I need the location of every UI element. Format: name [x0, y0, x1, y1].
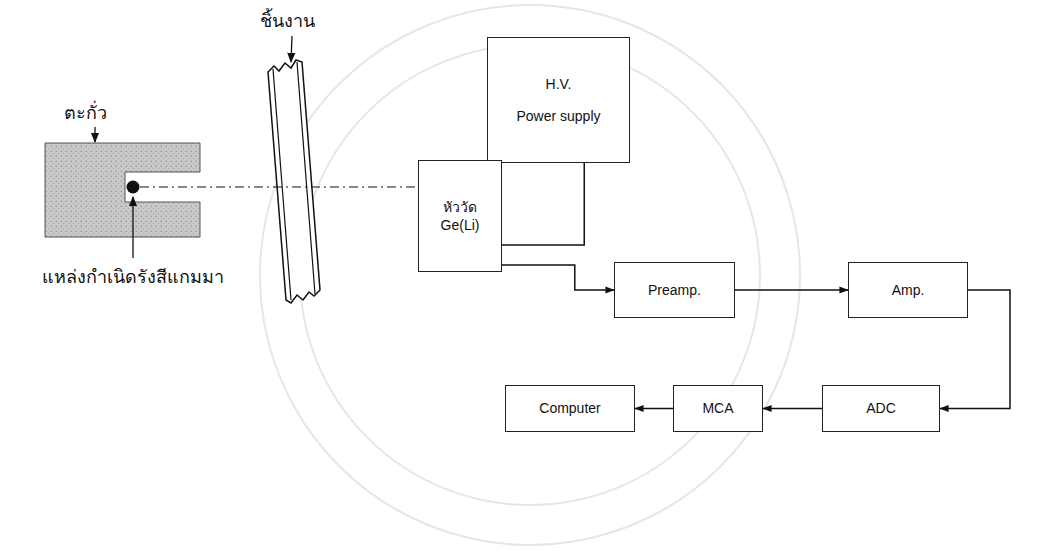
- leader-arrow: [94, 126, 95, 142]
- gamma-source: [127, 181, 140, 194]
- watermark-seal: [260, 5, 800, 545]
- box-label: MCA: [702, 399, 733, 417]
- preamp-box: Preamp.: [614, 262, 735, 318]
- box-label: หัววัด Ge(Li): [428, 198, 492, 234]
- signal-connector: [635, 408, 673, 410]
- mca-box: MCA: [673, 385, 763, 432]
- signal-connector: [502, 163, 584, 245]
- box-label: Preamp.: [648, 281, 701, 299]
- part-label: ชิ้นงาน: [258, 6, 317, 35]
- lead-shield: [45, 143, 200, 237]
- detector-box: หัววัด Ge(Li): [418, 160, 502, 272]
- amplifier-box: Amp.: [848, 262, 968, 318]
- leader-arrow: [291, 36, 292, 62]
- box-label: Amp.: [892, 281, 925, 299]
- box-label: Power supply: [516, 107, 600, 125]
- part-label: แหล่งกำเนิดรังสีแกมมา: [40, 262, 226, 291]
- signal-connector: [763, 408, 822, 410]
- leader-arrow: [132, 197, 133, 258]
- box-label: ADC: [866, 399, 896, 417]
- workpiece-edge: [297, 62, 315, 294]
- adc-box: ADC: [822, 385, 940, 432]
- box-label: Computer: [539, 399, 600, 417]
- signal-connector: [735, 289, 848, 291]
- part-label: ตะกั่ว: [62, 98, 109, 127]
- signal-connector: [502, 265, 614, 290]
- computer-box: Computer: [505, 385, 635, 432]
- workpiece: [268, 60, 320, 303]
- gamma-beam: [140, 186, 418, 187]
- power-supply-box: H.V. Power supply: [487, 37, 630, 163]
- box-label: H.V.: [546, 75, 572, 93]
- workpiece-edge: [273, 69, 291, 300]
